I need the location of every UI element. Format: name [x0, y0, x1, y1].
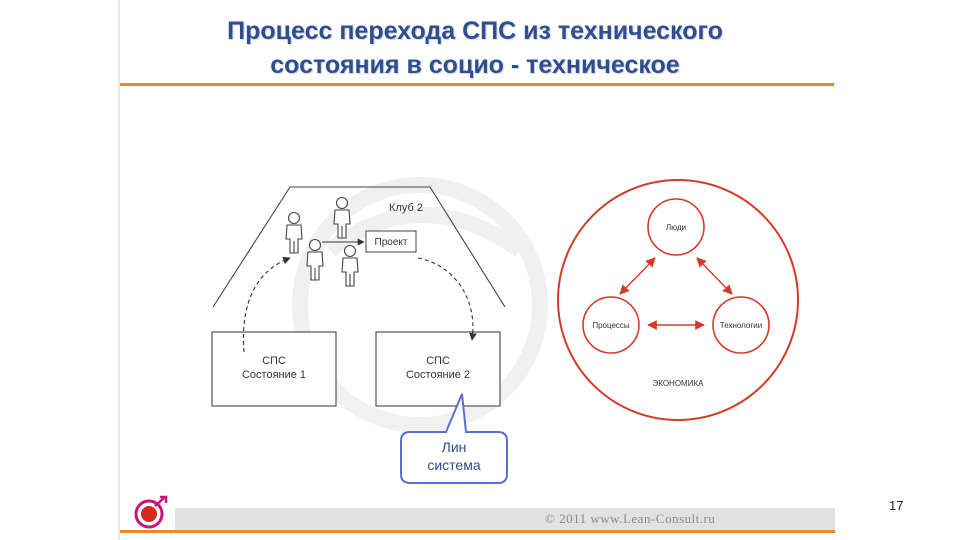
footer-rule	[120, 530, 835, 533]
footer-copyright: © 2011 www.Lean-Consult.ru	[545, 511, 716, 526]
club-label: Клуб 2	[389, 202, 423, 214]
people-label: Люди	[666, 223, 686, 232]
person-icon	[341, 244, 359, 287]
project-label: Проект	[375, 237, 408, 248]
transition-dashed-left	[242, 256, 291, 353]
lean-system-callout	[400, 393, 508, 484]
person-icon	[285, 211, 303, 254]
state-1-title: СПС	[262, 355, 286, 367]
technology-circle	[712, 296, 770, 354]
people-circle	[647, 198, 705, 256]
transition-dashed-right	[417, 257, 477, 341]
economy-label: ЭКОНОМИКА	[653, 379, 705, 388]
footer-bar	[175, 508, 835, 530]
title-underline	[120, 83, 834, 86]
people-technology-arrow	[696, 257, 733, 295]
project-box	[365, 230, 417, 253]
economy-circle	[557, 179, 799, 421]
state-2-title: СПС	[426, 355, 450, 367]
club-roof	[212, 186, 506, 308]
slide-left-rule	[118, 0, 120, 540]
watermark-logo	[292, 177, 548, 433]
title-line-1: Процесс перехода СПС из технического	[227, 17, 723, 45]
processes-circle	[582, 296, 640, 354]
technology-label: Технологии	[720, 321, 762, 330]
company-logo	[134, 495, 168, 529]
state-1-subtitle: Состояние 1	[242, 369, 306, 381]
lean-system-label-line-2: система	[427, 457, 480, 473]
state-2-box	[375, 331, 501, 407]
title-line-2: состояния в социо - техническое	[270, 51, 680, 79]
lean-system-label-line-1: Лин	[442, 439, 467, 455]
state-1-box	[211, 331, 337, 407]
processes-label: Процессы	[592, 321, 630, 330]
people-processes-arrow	[619, 257, 656, 295]
page-number: 17	[889, 498, 904, 513]
slide-title: Процесс перехода СПС из технического сос…	[130, 14, 820, 82]
state-2-subtitle: Состояние 2	[406, 369, 470, 381]
